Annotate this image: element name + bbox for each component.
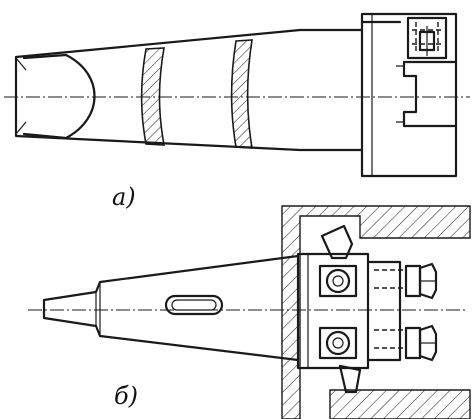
machine-floor-hatch	[329, 389, 471, 419]
label-a: а)	[112, 183, 136, 211]
adjusting-screw-top	[318, 262, 438, 300]
view-a-tool-holder: а)	[4, 12, 470, 211]
view-b-installed-holder: б)	[28, 205, 471, 419]
head-slot	[402, 60, 458, 128]
machine-housing-hatch	[281, 205, 471, 419]
label-b: б)	[114, 382, 138, 410]
tang-cutout	[22, 53, 96, 140]
section-hatch-1	[140, 47, 165, 146]
taper-shank-outline	[14, 28, 364, 152]
clamp-screw	[406, 16, 448, 60]
drift-slot	[164, 294, 224, 316]
section-hatch-2	[230, 39, 253, 149]
taper-shank-b	[42, 254, 300, 362]
holder-head-block	[360, 12, 458, 178]
adjusting-screw-bottom	[318, 324, 438, 362]
cutting-insert	[320, 224, 354, 260]
holder-body-b	[296, 252, 370, 370]
